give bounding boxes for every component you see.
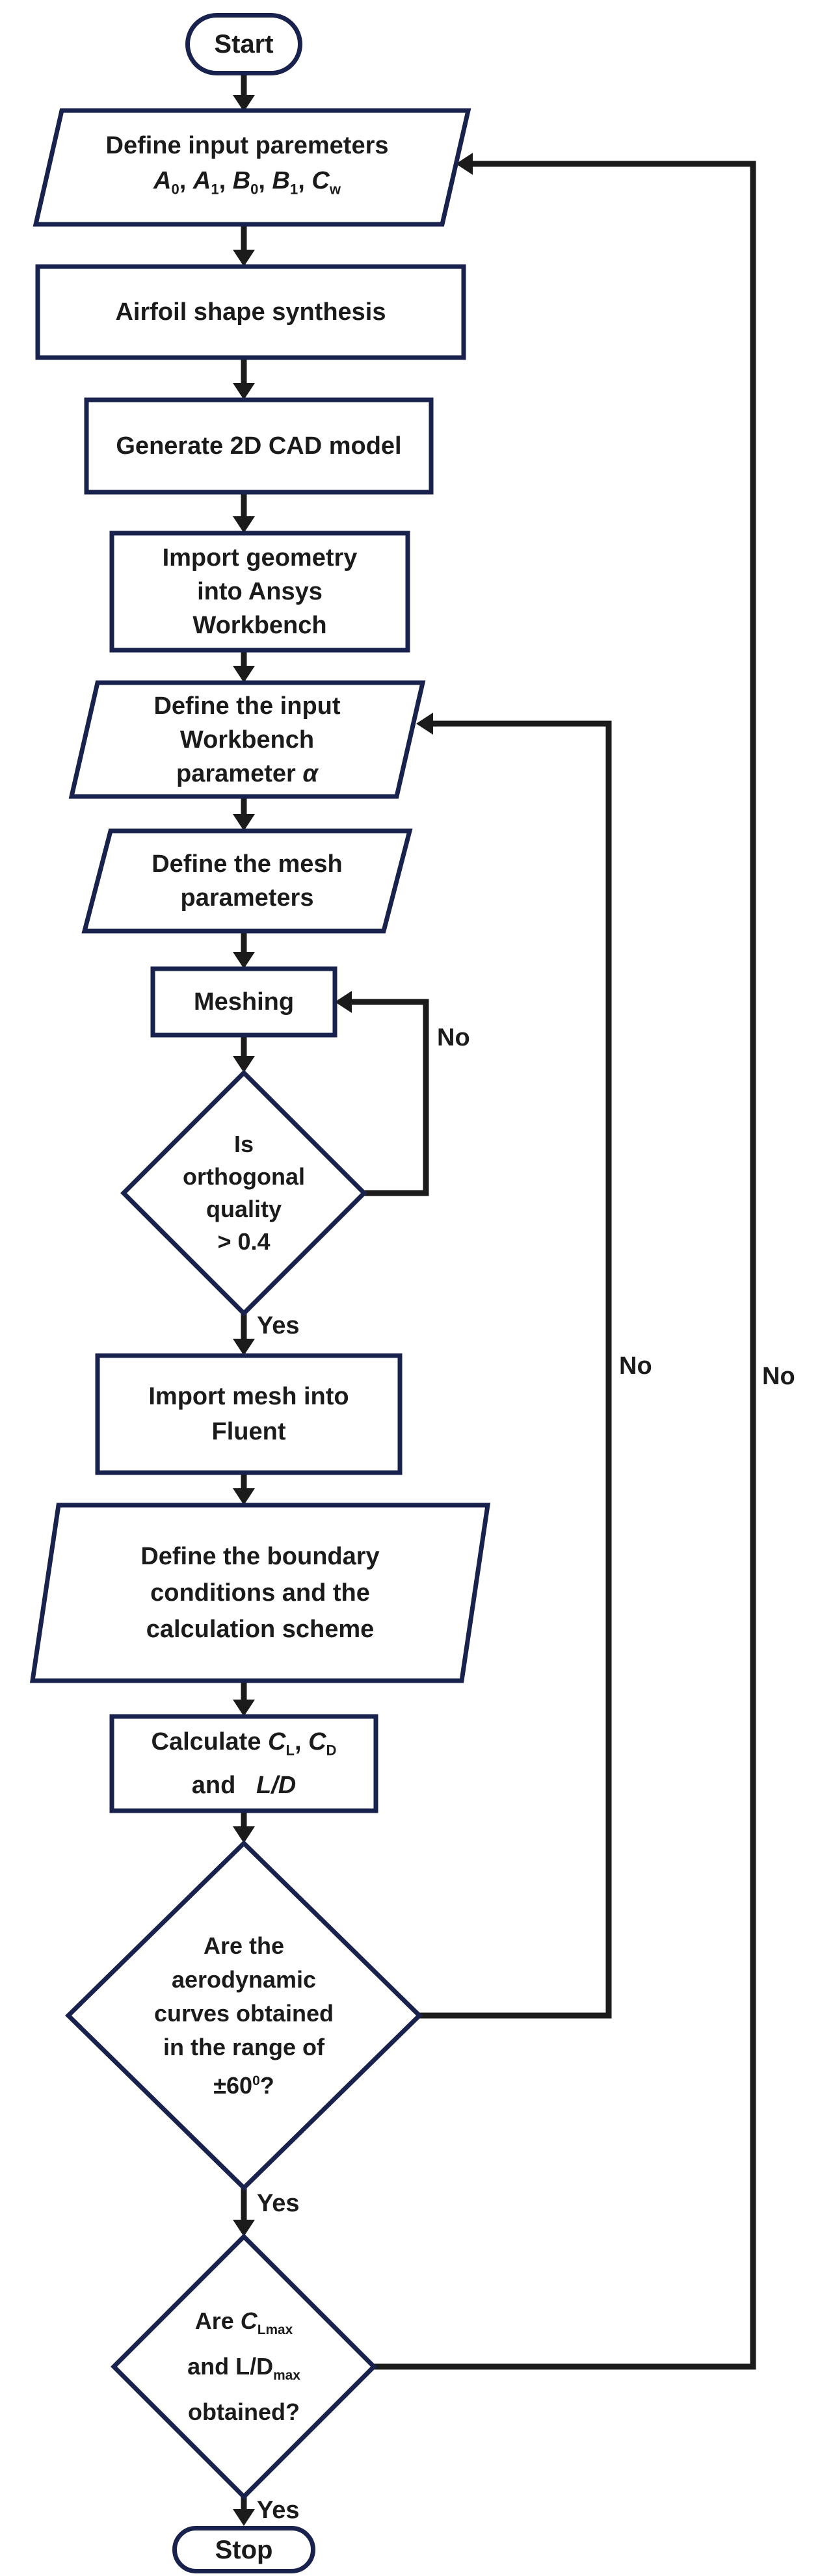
meshing-node-shape	[150, 966, 337, 1038]
arrowhead-geometry-to-workbench-param	[233, 666, 255, 683]
max-no-label: No	[762, 1363, 795, 1390]
arrowhead-calculate-to-curves	[233, 1826, 255, 1843]
arrowhead-boundary-to-calculate	[233, 1700, 255, 1716]
orthogonal-quality-decision-shape	[120, 1070, 367, 1317]
arrowhead-max-no-to-inputs	[456, 153, 473, 175]
max-values-decision-shape	[111, 2233, 377, 2500]
arrowhead-meshing-to-quality	[233, 1056, 255, 1073]
arrowhead-quality-yes-to-import-mesh	[233, 1339, 255, 1356]
boundary-conditions-node-shape	[29, 1503, 491, 1683]
quality-no-label: No	[437, 1024, 470, 1051]
arrowhead-quality-no-to-meshing	[335, 991, 352, 1013]
curves-yes-label: Yes	[257, 2190, 300, 2217]
aero-curves-decision-shape	[65, 1840, 423, 2191]
arrowhead-curves-no-to-workbench-param	[416, 713, 433, 735]
calculate-coefficients-node-shape	[109, 1714, 378, 1813]
arrowhead-cad-to-geometry	[233, 516, 255, 533]
arrowhead-airfoil-to-cad	[233, 383, 255, 400]
define-workbench-param-node-shape	[68, 680, 426, 799]
arrowhead-mesh-params-to-meshing	[233, 952, 255, 969]
loop-max-no-to-inputs	[374, 161, 756, 2370]
arrowhead-inputs-to-airfoil	[233, 250, 255, 267]
import-mesh-node-shape	[95, 1353, 403, 1475]
quality-yes-label: Yes	[257, 1312, 300, 1339]
curves-no-label: No	[619, 1352, 652, 1380]
arrowhead-start-to-inputs	[233, 95, 255, 112]
arrowhead-max-yes-to-stop	[233, 2509, 255, 2526]
max-yes-label: Yes	[257, 2497, 300, 2524]
define-mesh-params-node-shape	[81, 828, 413, 934]
stop-node-shape	[172, 2526, 315, 2573]
arrowhead-workbench-param-to-mesh-params	[233, 814, 255, 831]
start-node-shape	[185, 13, 302, 75]
import-geometry-node-shape	[109, 531, 410, 653]
define-inputs-node-shape	[33, 108, 471, 227]
airfoil-synthesis-node-shape	[35, 264, 466, 360]
generate-cad-node-shape	[84, 397, 434, 495]
arrowhead-curves-yes-to-max	[233, 2220, 255, 2237]
loop-quality-no-to-meshing	[352, 999, 429, 1196]
arrowhead-import-mesh-to-boundary	[233, 1488, 255, 1505]
loop-curves-no-to-workbench-param	[419, 720, 612, 2019]
